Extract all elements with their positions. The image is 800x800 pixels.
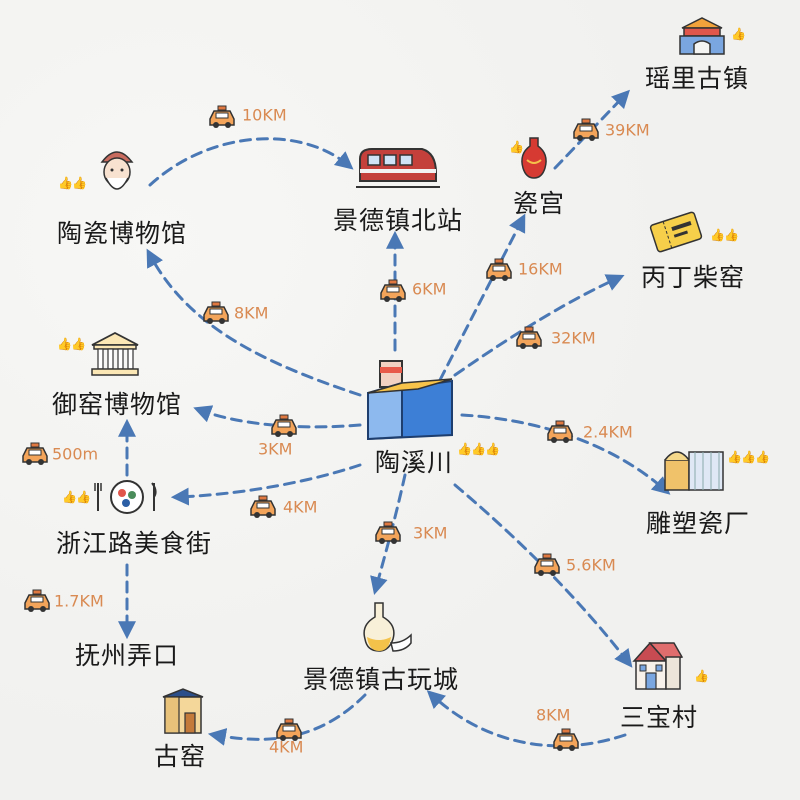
thumbs-up-icon: 👍👍	[710, 228, 739, 242]
taxi-icon	[375, 521, 401, 544]
porcelain-figure-icon	[100, 151, 134, 190]
place-imperial-kiln-museum[interactable]: 御窑博物馆	[51, 390, 183, 419]
food-plate-icon	[94, 480, 157, 514]
taxi-icon	[22, 442, 48, 465]
distance-center-ciguan: 16KM	[518, 259, 563, 279]
ancient-gate-icon	[679, 17, 725, 55]
place-yaoli-ancient-town[interactable]: 瑶里古镇	[644, 64, 750, 93]
taxi-icon	[271, 414, 297, 437]
taxi-icon	[486, 258, 512, 281]
place-zhejiang-road-food-street[interactable]: 浙江路美食街	[55, 529, 213, 558]
route-museum-station	[148, 137, 354, 187]
distance-center-station: 6KM	[412, 279, 447, 299]
place-ciguan[interactable]: 瓷宫	[512, 189, 566, 218]
thumbs-up-icon: 👍👍👍	[457, 442, 500, 456]
museum-building-icon	[91, 331, 139, 376]
taxi-icon	[24, 589, 50, 612]
distance-center-antique: 3KM	[413, 523, 448, 543]
route-center-antique	[370, 473, 407, 595]
taxi-icon	[203, 301, 229, 324]
ticket-icon	[649, 211, 703, 253]
thumbs-up-icon: 👍	[509, 140, 524, 154]
sculpture-factory-icon	[664, 451, 724, 491]
route-center-food	[170, 463, 362, 506]
distance-antique-guyao: 4KM	[269, 737, 304, 757]
taxi-icon	[553, 728, 579, 751]
place-ceramics-museum[interactable]: 陶瓷博物馆	[56, 219, 188, 248]
route-center-yuyao	[193, 405, 362, 429]
distance-center-food: 4KM	[283, 497, 318, 517]
taxi-icon	[516, 326, 542, 349]
taxi-icon	[534, 553, 560, 576]
distance-center-museum: 8KM	[234, 303, 269, 323]
place-fuzhou-lane[interactable]: 抚州弄口	[74, 641, 180, 670]
thumbs-up-icon: 👍	[694, 669, 709, 683]
vase-icon	[521, 137, 547, 179]
route-center-bingding	[453, 274, 625, 377]
distance-sanbao-antique: 8KM	[536, 705, 571, 725]
taxi-icon	[276, 718, 302, 741]
distance-center-sculpture: 2.4KM	[583, 422, 633, 442]
thumbs-up-icon: 👍👍	[62, 490, 91, 504]
place-bingding-kiln[interactable]: 丙丁柴窑	[640, 263, 746, 292]
distance-center-yuyao: 3KM	[258, 439, 293, 459]
thumbs-up-icon: 👍	[731, 27, 746, 41]
taxi-icon	[250, 495, 276, 518]
distance-center-sanbao: 5.6KM	[566, 555, 616, 575]
route-antique-guyao	[207, 693, 367, 746]
taxi-icon	[573, 118, 599, 141]
train-icon	[356, 148, 440, 188]
taxi-icon	[380, 279, 406, 302]
place-ancient-kiln[interactable]: 古窑	[153, 742, 207, 771]
route-sanbao-antique	[426, 690, 627, 748]
route-center-museum	[146, 248, 362, 397]
route-center-ciguan	[438, 213, 526, 382]
distance-food-yuyao: 500m	[52, 444, 99, 464]
thumbs-up-icon: 👍👍👍	[727, 450, 770, 464]
thumbs-up-icon: 👍👍	[58, 176, 87, 190]
place-sanbao-village[interactable]: 三宝村	[619, 703, 699, 732]
taxi-icon	[547, 420, 573, 443]
route-center-sculpture	[460, 413, 671, 495]
distance-center-bingding: 32KM	[551, 328, 596, 348]
distance-museum-station: 10KM	[242, 105, 287, 125]
distance-ciguan-yaoli: 39KM	[605, 120, 650, 140]
distance-food-fuzhou: 1.7KM	[54, 591, 104, 611]
taxi-icon	[209, 105, 235, 128]
place-taoxichuan[interactable]: 陶溪川	[374, 448, 454, 477]
factory-building-icon	[367, 360, 453, 441]
kiln-house-icon	[162, 688, 204, 734]
place-jingdezhen-north-station[interactable]: 景德镇北站	[332, 206, 464, 235]
place-sculpture-porcelain-factory[interactable]: 雕塑瓷厂	[645, 509, 751, 538]
thumbs-up-icon: 👍👍	[57, 337, 86, 351]
ceramic-bottle-icon	[363, 602, 412, 652]
place-antique-city[interactable]: 景德镇古玩城	[302, 665, 460, 694]
village-house-icon	[632, 641, 684, 690]
